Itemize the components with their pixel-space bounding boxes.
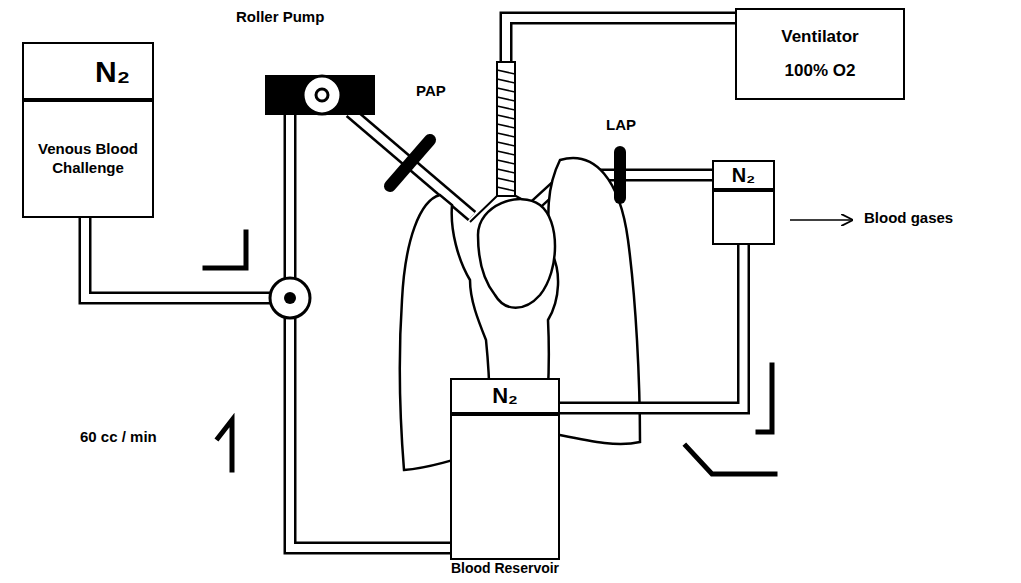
tube (350, 112, 472, 216)
trachea-ring (497, 187, 515, 191)
gas-label: N₂ (732, 164, 755, 186)
flow-mark (205, 232, 246, 268)
junction-dot (284, 292, 296, 304)
tube (85, 216, 270, 298)
part-label: Roller Pump (234, 8, 326, 25)
box-body (714, 192, 773, 243)
tube (560, 245, 744, 408)
pressure-clamp (390, 140, 430, 186)
box-body: Venous Blood Challenge (24, 102, 152, 216)
junction (270, 278, 310, 318)
gas-headspace: N₂ (714, 162, 773, 192)
box-label: Venous Blood Challenge (30, 140, 146, 178)
trachea-ring (497, 115, 515, 119)
trachea-ring (497, 106, 515, 110)
flow-mark (686, 446, 775, 474)
equipment-box: Ventilator 100% O2 (735, 8, 905, 100)
flow-mark (758, 365, 772, 432)
heart (478, 199, 555, 308)
box-body (452, 416, 558, 558)
tube-bore (560, 245, 744, 408)
vessel-name: Blood Reservoir (451, 560, 559, 576)
part-label: Blood gases (862, 209, 955, 226)
roller-pump (265, 75, 375, 115)
equipment-box: N₂ (712, 160, 775, 245)
flow-mark (218, 420, 232, 470)
pump-housing (265, 75, 375, 115)
box-label: Ventilator 100% O2 (760, 20, 880, 88)
trachea-ring (497, 79, 515, 83)
trachea-rings (497, 70, 515, 191)
pump-rotor (303, 76, 341, 114)
trachea-ring (497, 133, 515, 137)
trachea-ring (497, 124, 515, 128)
sample-arrow (790, 219, 852, 221)
tube-bore (350, 112, 472, 216)
gas-headspace: N₂ (24, 44, 152, 102)
gas-label: N₂ (95, 55, 130, 88)
equipment-box: N₂Blood Reservoir (450, 378, 560, 560)
trachea-ring (497, 70, 515, 74)
trachea-ring (497, 97, 515, 101)
tube (506, 18, 737, 68)
tube-connection (560, 245, 744, 408)
trachea-ring (497, 160, 515, 164)
tube-bore (85, 216, 270, 298)
gas-label: N₂ (492, 384, 518, 408)
pressure-clamp (614, 152, 626, 198)
gas-headspace: N₂ (452, 380, 558, 416)
part-label: LAP (604, 116, 638, 133)
trachea-ring (497, 142, 515, 146)
part-label: PAP (414, 82, 448, 99)
pump-hub (316, 89, 328, 101)
equipment-box: N₂ Venous Blood Challenge (22, 42, 154, 218)
trachea (497, 62, 515, 196)
y-connector (270, 278, 310, 318)
box-body: Ventilator 100% O2 (737, 10, 903, 98)
tube-bore (506, 18, 737, 68)
trachea-ring (497, 178, 515, 182)
trachea-ring (497, 88, 515, 92)
trachea-ring (497, 169, 515, 173)
tubing (85, 18, 737, 548)
trachea-ring (497, 151, 515, 155)
part-label: 60 cc / min (78, 428, 159, 445)
